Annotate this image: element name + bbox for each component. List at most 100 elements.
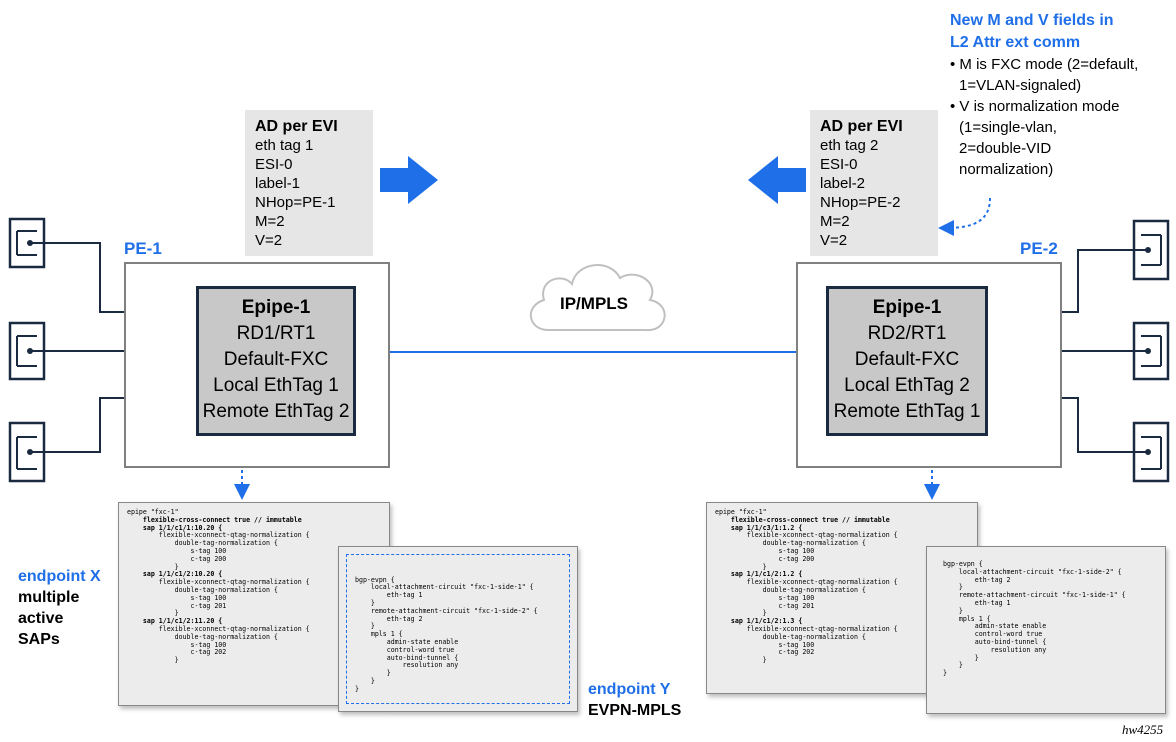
code-line: s-tag 100 bbox=[127, 593, 227, 602]
code-line: c-tag 200 bbox=[715, 554, 815, 563]
code-line: eth-tag 2 bbox=[355, 614, 423, 623]
code-line: local-attachment-circuit "fxc-1-side-2" … bbox=[943, 567, 1122, 576]
pe2-epipe-remote-tag: Remote EthTag 1 bbox=[833, 401, 981, 422]
pe1-bgp-evpn-config: bgp-evpn { local-attachment-circuit "fxc… bbox=[338, 546, 578, 712]
code-line: control-word true bbox=[943, 630, 1043, 639]
pe2-ad-line: V=2 bbox=[820, 232, 848, 249]
note-line: (1=single-vlan, bbox=[959, 119, 1057, 136]
code-line: auto-bind-tunnel { bbox=[355, 653, 459, 662]
code-line: flexible-xconnect-qtag-normalization { bbox=[127, 624, 310, 633]
pe1-bgp-highlight-box bbox=[346, 554, 570, 704]
note-line: 2=double-VID bbox=[959, 140, 1052, 157]
code-line: admin-state enable bbox=[943, 622, 1047, 631]
pe2-epipe-rd: RD2/RT1 bbox=[867, 323, 947, 344]
code-line: flexible-cross-connect true // immutable bbox=[715, 515, 890, 524]
code-line: } bbox=[943, 606, 963, 615]
code-line: } bbox=[127, 609, 179, 618]
endpoint-x-title: endpoint X bbox=[18, 568, 101, 585]
endpoint-y-sub: EVPN-MPLS bbox=[588, 702, 682, 719]
pe2-ad-line: label-2 bbox=[820, 175, 866, 192]
code-line: c-tag 201 bbox=[715, 601, 815, 610]
endpoint-x-line: multiple bbox=[18, 589, 80, 606]
code-line: s-tag 100 bbox=[127, 546, 227, 555]
code-line: admin-state enable bbox=[355, 637, 459, 646]
code-line: sap 1/1/c1/2:1.3 { bbox=[715, 617, 803, 626]
code-line: } bbox=[943, 661, 963, 670]
pe2-epipe-mode: Default-FXC bbox=[854, 349, 960, 370]
pe1-ad-line: M=2 bbox=[255, 213, 285, 230]
pe1-epipe-mode: Default-FXC bbox=[223, 349, 329, 370]
code-line: } bbox=[715, 609, 767, 618]
pe2-epipe-local-tag: Local EthTag 2 bbox=[844, 375, 970, 396]
pe2-epipe-title: Epipe-1 bbox=[872, 297, 942, 318]
code-line: } bbox=[715, 562, 767, 571]
code-line: } bbox=[127, 562, 179, 571]
code-line: double-tag-normalization { bbox=[715, 539, 866, 548]
code-line: c-tag 200 bbox=[127, 554, 227, 563]
code-line: double-tag-normalization { bbox=[715, 632, 866, 641]
advertise-right-arrow-icon bbox=[380, 156, 438, 204]
pe1-label: PE-1 bbox=[124, 239, 162, 258]
pe2-ad-line: eth tag 2 bbox=[820, 137, 879, 154]
code-line: s-tag 100 bbox=[715, 593, 815, 602]
note-line: • V is normalization mode bbox=[950, 98, 1120, 115]
code-line: } bbox=[355, 598, 375, 607]
endpoint-x-label: endpoint X multiple active SAPs bbox=[18, 566, 101, 650]
pe2-ad-line: ESI-0 bbox=[820, 156, 858, 173]
note-title-1: New M and V fields in bbox=[950, 12, 1114, 29]
code-line: flexible-xconnect-qtag-normalization { bbox=[127, 578, 310, 587]
pe1-ad-route-box: AD per EVI eth tag 1 ESI-0 label-1 NHop=… bbox=[245, 110, 373, 256]
code-line: remote-attachment-circuit "fxc-1-side-1"… bbox=[943, 591, 1126, 600]
note-line: • M is FXC mode (2=default, bbox=[950, 56, 1139, 73]
pe2-bgp-evpn-config: bgp-evpn { local-attachment-circuit "fxc… bbox=[926, 546, 1166, 714]
code-line: remote-attachment-circuit "fxc-1-side-2"… bbox=[355, 606, 538, 615]
code-line: auto-bind-tunnel { bbox=[943, 637, 1047, 646]
code-line: flexible-xconnect-qtag-normalization { bbox=[715, 624, 898, 633]
code-line: double-tag-normalization { bbox=[127, 632, 278, 641]
pe1-ad-line: NHop=PE-1 bbox=[255, 194, 336, 211]
code-line: control-word true bbox=[355, 645, 455, 654]
code-line: } bbox=[127, 656, 179, 665]
code-line: eth-tag 2 bbox=[943, 575, 1011, 584]
code-line: epipe "fxc-1" bbox=[715, 508, 767, 516]
code-line: sap 1/1/c3/1:1.2 { bbox=[715, 523, 803, 532]
endpoint-y-title: endpoint Y bbox=[588, 681, 671, 698]
code-line: sap 1/1/c1/2:10.20 { bbox=[127, 570, 223, 579]
code-line: s-tag 100 bbox=[715, 640, 815, 649]
pe2-label: PE-2 bbox=[1020, 239, 1058, 258]
code-line: resolution any bbox=[943, 645, 1047, 654]
ip-mpls-cloud-icon bbox=[529, 264, 666, 332]
code-line: } bbox=[355, 676, 375, 685]
pe1-epipe-title: Epipe-1 bbox=[241, 297, 311, 318]
ce-device-left-2-icon bbox=[8, 321, 46, 381]
pe1-ad-line: label-1 bbox=[255, 175, 301, 192]
code-line: c-tag 201 bbox=[127, 601, 227, 610]
note-title-2: L2 Attr ext comm bbox=[950, 34, 1081, 51]
pe1-ad-line: V=2 bbox=[255, 232, 283, 249]
pe1-epipe-remote-tag: Remote EthTag 2 bbox=[202, 401, 350, 422]
cloud-label: IP/MPLS bbox=[560, 294, 629, 313]
code-line: } bbox=[943, 669, 947, 678]
pe1-ad-title: AD per EVI bbox=[255, 118, 338, 135]
code-line: s-tag 100 bbox=[127, 640, 227, 649]
code-line: sap 1/1/c1/2:1.2 { bbox=[715, 570, 803, 579]
figure-id: hw4255 bbox=[1122, 722, 1164, 737]
code-line: bgp-evpn { bbox=[355, 575, 395, 584]
endpoint-y-label: endpoint Y EVPN-MPLS bbox=[588, 679, 681, 721]
code-line: } bbox=[943, 653, 979, 662]
code-line: c-tag 202 bbox=[127, 648, 227, 657]
pe2-ad-route-box: AD per EVI eth tag 2 ESI-0 label-2 NHop=… bbox=[810, 110, 938, 256]
code-line: mpls 1 { bbox=[355, 630, 403, 639]
pe2-ad-line: M=2 bbox=[820, 213, 850, 230]
code-line: eth-tag 1 bbox=[355, 591, 423, 600]
code-line: sap 1/1/c1/2:11.20 { bbox=[127, 617, 223, 626]
pe2-ad-line: NHop=PE-2 bbox=[820, 194, 901, 211]
code-line: double-tag-normalization { bbox=[127, 585, 278, 594]
pe2-epipe-box: Epipe-1 RD2/RT1 Default-FXC Local EthTag… bbox=[826, 286, 988, 436]
pe1-ad-line: ESI-0 bbox=[255, 156, 293, 173]
pe2-ad-title: AD per EVI bbox=[820, 118, 903, 135]
endpoint-x-line: SAPs bbox=[18, 631, 60, 648]
code-line: flexible-xconnect-qtag-normalization { bbox=[715, 531, 898, 540]
code-line: eth-tag 1 bbox=[943, 598, 1011, 607]
